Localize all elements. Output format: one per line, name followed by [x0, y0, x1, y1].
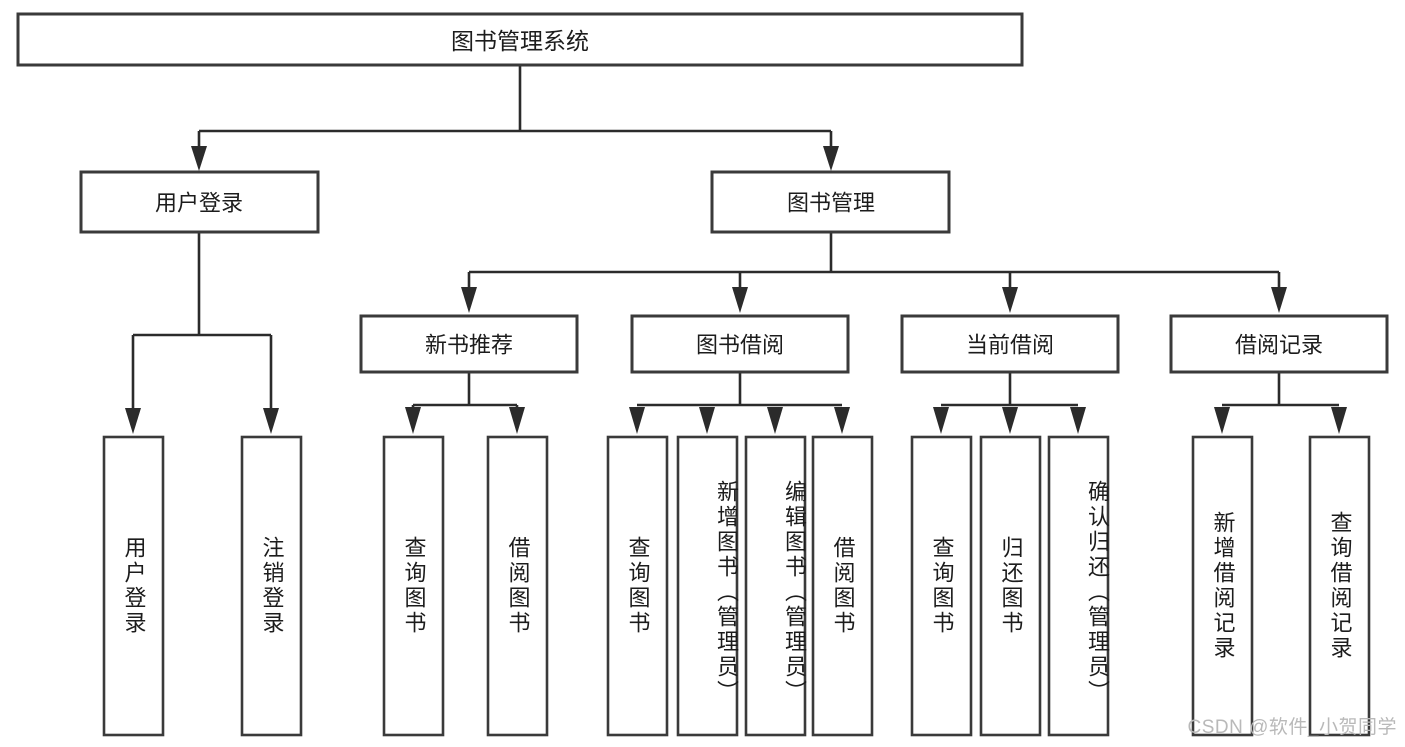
node-root-label: 图书管理系统 — [451, 28, 589, 54]
arrow-book-borrow — [732, 287, 748, 313]
arrow-leaf-edit-book — [767, 407, 783, 434]
node-user-login-label: 用户登录 — [155, 191, 243, 216]
node-leaf-logout-box[interactable] — [240, 435, 303, 737]
connector-layer — [125, 65, 1347, 434]
node-current-borrow-label: 当前借阅 — [966, 333, 1054, 358]
node-leaf-query-record-box[interactable] — [1308, 435, 1371, 737]
arrow-leaf-add-book — [699, 407, 715, 434]
arrow-leaf-user-login — [125, 408, 141, 434]
node-leaf-borrow-book-1-box[interactable] — [486, 435, 549, 737]
arrow-leaf-borrow-book-1 — [509, 407, 525, 434]
arrow-new-book-recommend — [461, 287, 477, 313]
node-book-management-label: 图书管理 — [787, 191, 875, 216]
arrow-leaf-borrow-book-2 — [834, 407, 850, 434]
arrow-current-borrow — [1002, 287, 1018, 313]
node-book-borrow-box[interactable] — [630, 314, 850, 374]
node-leaf-confirm-return-box[interactable] — [1047, 435, 1110, 737]
arrow-leaf-query-book-2 — [629, 407, 645, 434]
node-leaf-borrow-book-2-box[interactable] — [811, 435, 874, 737]
node-current-borrow-box[interactable] — [900, 314, 1120, 374]
node-book-borrow-label: 图书借阅 — [696, 333, 784, 358]
arrow-leaf-query-record — [1331, 407, 1347, 434]
node-new-book-recommend-label: 新书推荐 — [425, 333, 513, 358]
node-leaf-query-book-1-box[interactable] — [382, 435, 445, 737]
arrow-to-user-login — [191, 146, 207, 171]
node-borrow-record-label: 借阅记录 — [1235, 333, 1323, 358]
node-leaf-add-record-box[interactable] — [1191, 435, 1254, 737]
node-leaf-return-book-box[interactable] — [979, 435, 1042, 737]
node-leaf-edit-book-box[interactable] — [744, 435, 807, 737]
node-new-book-recommend-box[interactable] — [359, 314, 579, 374]
node-leaf-add-book-box[interactable] — [676, 435, 739, 737]
watermark-text: CSDN @软件_小贺同学 — [1187, 717, 1397, 738]
node-layer: 图书管理系统 用户登录 图书管理 新书推荐 图书借阅 当前借阅 借阅记录 — [16, 12, 1389, 737]
arrow-leaf-confirm-return — [1070, 407, 1086, 434]
node-root-box[interactable] — [16, 12, 1024, 67]
arrow-leaf-query-book-1 — [405, 407, 421, 434]
node-borrow-record-box[interactable] — [1169, 314, 1389, 374]
arrow-leaf-logout — [263, 408, 279, 434]
node-leaf-query-book-3-box[interactable] — [910, 435, 973, 737]
node-leaf-query-book-2-box[interactable] — [606, 435, 669, 737]
arrow-borrow-record — [1271, 287, 1287, 313]
arrow-leaf-return-book — [1002, 407, 1018, 434]
node-book-management-box[interactable] — [710, 170, 951, 234]
arrow-leaf-query-book-3 — [933, 407, 949, 434]
node-leaf-user-login-box[interactable] — [102, 435, 165, 737]
arrow-to-book-management — [823, 146, 839, 171]
node-user-login-box[interactable] — [79, 170, 320, 234]
arrow-leaf-add-record — [1214, 407, 1230, 434]
